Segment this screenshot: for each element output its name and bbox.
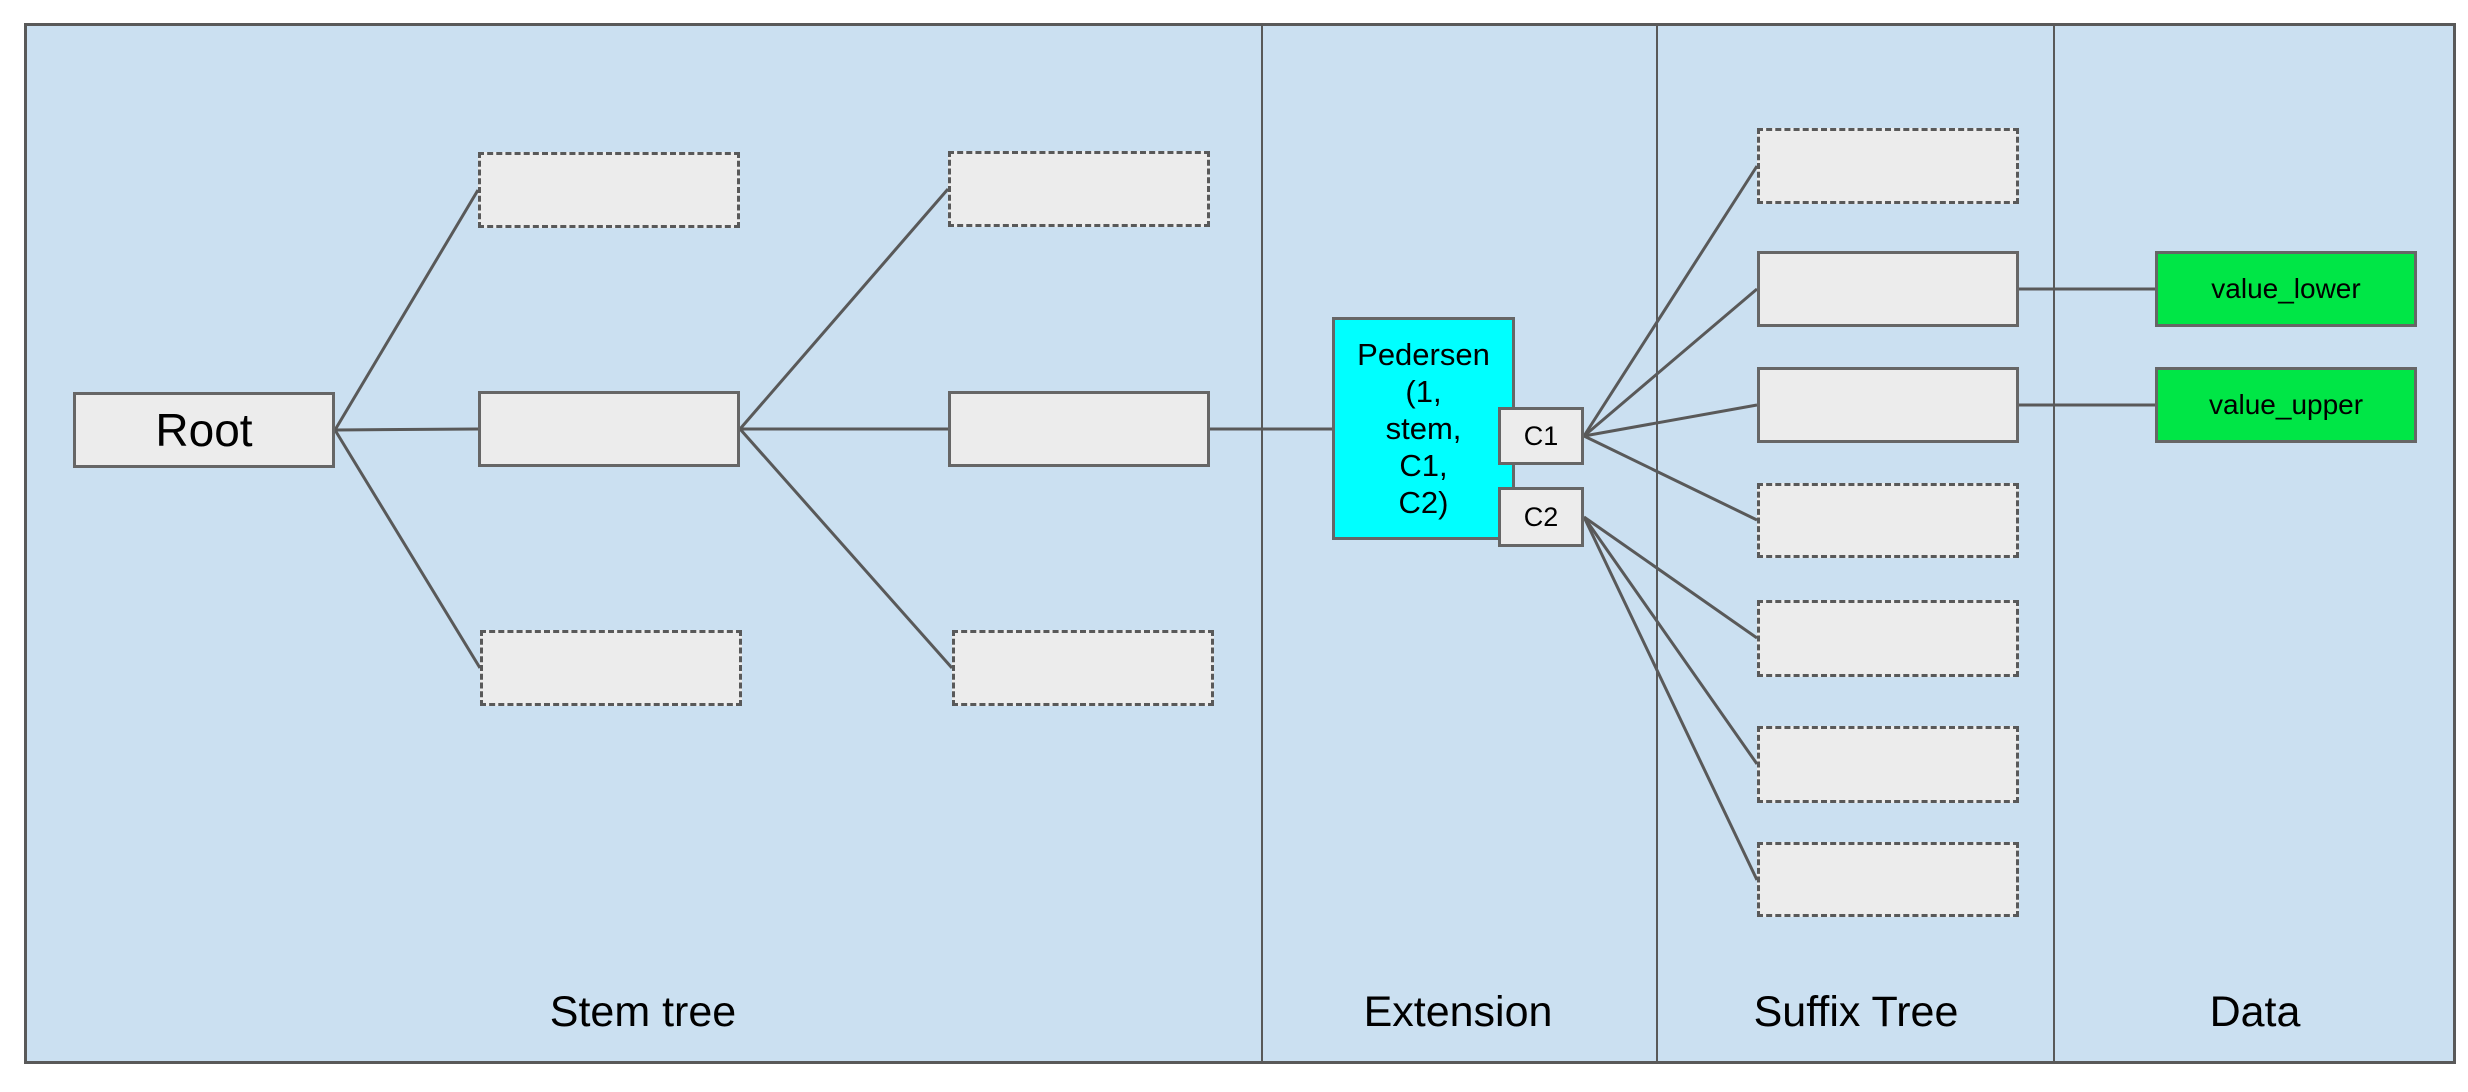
edge-root-l1-bottom [333,429,482,669]
edge-c1-suffix-4 [1583,434,1758,522]
value-upper-label: value_upper [2208,389,2364,420]
diagram-frame [24,23,2456,1064]
edge-c1-suffix-1 [1582,165,1759,437]
node-c1-label: C1 [1523,420,1559,451]
suffix-node-1-empty [1757,128,2019,204]
stem-l1-node-mid [478,391,740,467]
node-value-upper: value_upper [2155,367,2417,443]
node-pedersen-commitment: Pedersen (1, stem, C1, C2) [1332,317,1515,540]
edge-c1-suffix-2 [1583,287,1758,438]
pedersen-label-line: Pedersen [1357,337,1490,372]
section-label-suffix-tree: Suffix Tree [1753,988,1959,1036]
suffix-node-6-empty [1757,726,2019,803]
stem-l1-node-bottom-empty [480,630,742,706]
pedersen-label-line: (1, [1405,374,1442,409]
edge-l1-l2-top [738,188,950,430]
suffix-node-4-empty [1757,483,2019,558]
stem-l2-node-mid [948,391,1210,467]
edge-root-l1-mid [334,427,479,432]
suffix-node-7-empty [1757,842,2019,917]
pedersen-label-line: C1, [1399,448,1448,483]
edge-root-l1-top [333,189,480,431]
section-label-stem-tree: Stem tree [549,988,737,1036]
stem-l1-node-top-empty [478,152,740,228]
node-c2-label: C2 [1523,501,1559,532]
edge-l1-l2-bottom [738,428,954,669]
node-c2: C2 [1498,487,1584,547]
edge-c2-suffix-5 [1583,515,1758,640]
node-root: Root [73,392,335,468]
suffix-node-3 [1757,367,2019,443]
stem-l2-node-top-empty [948,151,1210,227]
node-value-lower: value_lower [2155,251,2417,327]
stem-l2-node-bottom-empty [952,630,1214,706]
section-label-extension: Extension [1363,988,1553,1036]
edge-c1-suffix-3 [1583,403,1758,438]
value-lower-label: value_lower [2211,273,2361,304]
node-root-label: Root [155,404,253,456]
section-label-data: Data [2209,988,2301,1036]
edge-c2-suffix-7 [1582,516,1759,881]
pedersen-label-line: C2) [1398,485,1449,520]
edge-c2-suffix-6 [1582,516,1759,765]
suffix-node-2 [1757,251,2019,327]
node-c1: C1 [1498,407,1584,465]
suffix-node-5-empty [1757,600,2019,677]
pedersen-label-line: stem, [1385,411,1462,446]
